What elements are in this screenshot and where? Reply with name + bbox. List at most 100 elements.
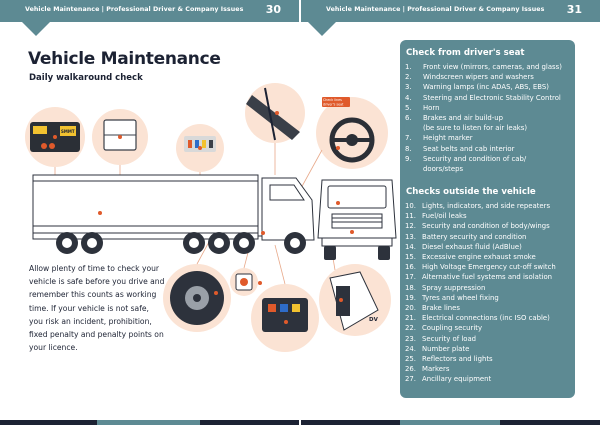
checklist-item-number: 26.	[405, 365, 416, 374]
checklist-item-text: High Voltage Emergency cut-off switch	[422, 263, 556, 272]
checklist-item-number: 6.	[405, 114, 412, 123]
checklist-item: (be sure to listen for air leaks)	[405, 123, 573, 133]
checklist-item-number: 5.	[405, 103, 412, 112]
checklist-item: 4. Steering and Electronic Stability Cont…	[405, 93, 573, 103]
page-title: Vehicle Maintenance	[28, 49, 221, 69]
footer-bar-2	[97, 420, 200, 425]
checklist-item-text: Spray suppression	[422, 283, 486, 292]
checklist-item: 10.Lights, indicators, and side repeater…	[405, 201, 573, 211]
footer-bar-4	[301, 420, 400, 425]
checklist-item-number: 12.	[405, 222, 416, 231]
checklist-item-number: 14.	[405, 242, 416, 251]
checklist-item-text: doors/steps	[423, 165, 464, 174]
checklist-item-text: Excessive engine exhaust smoke	[422, 253, 536, 262]
smmt-badge: SMMT	[61, 129, 75, 134]
checklist-item-number: 22.	[405, 324, 416, 333]
checklist-item: 27. Ancillary equipment	[405, 374, 573, 384]
electrical-detail	[184, 136, 216, 152]
dv-marker: DV	[369, 317, 379, 323]
checklist-item-number: 1.	[405, 63, 412, 71]
checklist-item-number: 2.	[405, 73, 412, 82]
checklist-item: 26. Markers	[405, 364, 573, 374]
checklist-item-number: 16.	[405, 263, 416, 272]
checklist-item-number: 9.	[405, 154, 412, 163]
checklist-item: 5.Horn	[405, 103, 573, 113]
checklist-item-text: Brake lines	[422, 304, 460, 313]
checklist-item: 23. Security of load	[405, 334, 573, 344]
checklist-item-text: Steering and Electronic Stability Contro…	[423, 93, 561, 102]
checklist-item-text: Alternative fuel systems and isolation	[422, 273, 553, 282]
checklist-panel: Check from driver's seat 1.Front view (m…	[400, 40, 575, 398]
checklist-item: 24. Number plate	[405, 344, 573, 354]
checklist-item-text: (be sure to listen for air leaks)	[423, 124, 528, 133]
checklist-item-text: Tyres and wheel fixing	[422, 293, 499, 302]
light-detail	[235, 273, 253, 291]
footer-bar-1	[0, 420, 97, 425]
left-page-header: Vehicle Maintenance | Professional Drive…	[0, 0, 299, 22]
checklist-item: doors/steps	[405, 164, 573, 174]
checklist-item-text: Security of load	[422, 334, 477, 343]
checklist-item: 20. Brake lines	[405, 303, 573, 313]
checklist-item: 9. Security and condition of cab/	[405, 154, 573, 164]
checklist-item: 15. Excessive engine exhaust smoke	[405, 252, 573, 262]
checklist-item-number: 19.	[405, 293, 416, 302]
checklist-item-number: 8.	[405, 144, 412, 153]
checklist-item: 21. Electrical connections (inc ISO cable…	[405, 313, 573, 323]
checklist-item-number: 10.	[405, 202, 416, 210]
checklist-item: 18.Spray suppression	[405, 283, 573, 293]
checklist-item-number: 25.	[405, 355, 416, 364]
checklist-item-text: Reflectors and lights	[422, 355, 493, 364]
checklist-item-text: Seat belts and cab interior	[423, 144, 515, 153]
checklist-item-number: 24.	[405, 344, 416, 353]
left-header-notch	[22, 22, 50, 36]
checklist-item-text: Front view (mirrors, cameras, and glass)	[423, 63, 562, 71]
checklist-item: 7.Height marker	[405, 133, 573, 143]
checklist-item-number: 11.	[405, 212, 416, 221]
checklist-item-text: Windscreen wipers and washers	[423, 73, 534, 82]
right-page-header: Vehicle Maintenance | Professional Drive…	[301, 0, 600, 22]
checklist-item-number: 3.	[405, 83, 412, 92]
checklist-item-text: Diesel exhaust fluid (AdBlue)	[422, 242, 522, 251]
checklist-item-number: 21.	[405, 314, 416, 323]
checklist-item: 17. Alternative fuel systems and isolatio…	[405, 272, 573, 282]
truck-front-view	[317, 179, 397, 247]
truck-side-view	[32, 174, 315, 241]
checklist-item-text: Warning lamps (inc ADAS, ABS, EBS)	[423, 83, 549, 92]
checklist-item-text: Number plate	[422, 344, 470, 353]
checklist-item-text: Markers	[422, 365, 450, 374]
checklist-item: 1. Front view (mirrors, cameras, and glas…	[405, 62, 573, 72]
checklist-item-text: Electrical connections (inc ISO cable)	[422, 314, 550, 323]
footer-bar-3	[200, 420, 299, 425]
checklist-item-number: 23.	[405, 334, 416, 343]
checklist-item-text: Battery security and condition	[422, 232, 527, 241]
drivers-seat-list: 1. Front view (mirrors, cameras, and glas…	[405, 62, 573, 174]
checklist-item: 22.Coupling security	[405, 323, 573, 333]
checklist-item-number: 17.	[405, 273, 416, 282]
checklist-item-number: 15.	[405, 253, 416, 262]
checklist-item-text: Security and condition of cab/	[423, 154, 527, 163]
check-label-1: Check lines	[323, 98, 342, 102]
coupling-detail	[262, 298, 308, 332]
checklist-item: 12. Security and condition of body/wings	[405, 221, 573, 231]
checklist-item-text: Fuel/oil leaks	[422, 212, 467, 221]
right-header-notch	[308, 22, 336, 36]
wing-detail: DV	[329, 271, 379, 331]
right-page-number: 31	[566, 3, 582, 16]
left-header-title: Vehicle Maintenance | Professional Drive…	[25, 6, 244, 13]
marker-dots	[53, 111, 354, 324]
wiper-detail	[246, 87, 300, 141]
intro-paragraph: Allow plenty of time to check your vehic…	[29, 264, 165, 353]
outside-checks-list: 10.Lights, indicators, and side repeater…	[405, 201, 573, 385]
checklist-item-number: 20.	[405, 304, 416, 313]
checklist-item-text: Ancillary equipment	[422, 375, 492, 384]
checklist-item-number: 27.	[405, 375, 416, 384]
checklist-item-text: Height marker	[423, 134, 473, 143]
right-header-title: Vehicle Maintenance | Professional Drive…	[326, 6, 545, 13]
checklist-item: 13.Battery security and condition	[405, 232, 573, 242]
checklist-item-number: 4.	[405, 93, 412, 102]
footer-bar-6	[500, 420, 600, 425]
front-wheels	[324, 246, 390, 260]
checklist-item: 16. High Voltage Emergency cut-off switch	[405, 262, 573, 272]
checklist-item-text: Security and condition of body/wings	[422, 222, 550, 231]
